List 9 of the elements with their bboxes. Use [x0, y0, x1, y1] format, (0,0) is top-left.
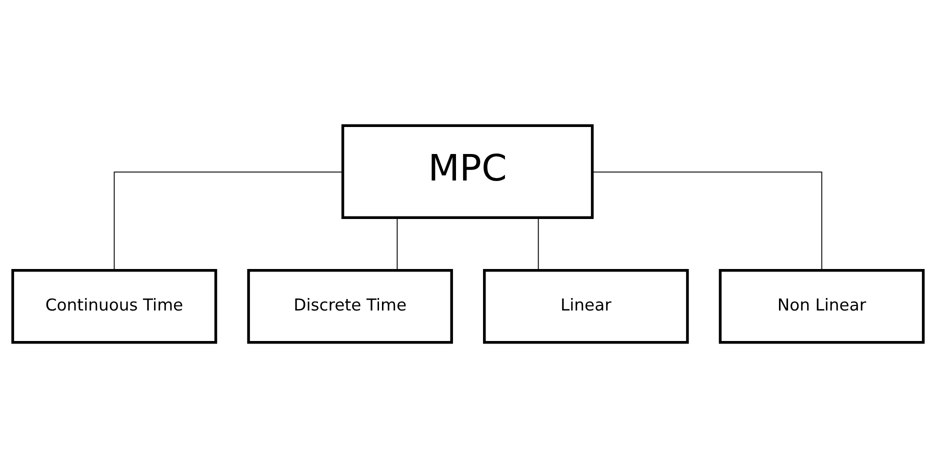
connector — [114, 172, 344, 271]
connector — [396, 217, 398, 271]
connector — [592, 172, 822, 271]
node-box: Continuous Time — [11, 269, 218, 344]
node-box: Linear — [483, 269, 689, 344]
node-box: Discrete Time — [247, 269, 453, 344]
node-box: MPC — [341, 124, 594, 219]
node-box: Non Linear — [718, 269, 925, 344]
connector — [538, 217, 539, 271]
